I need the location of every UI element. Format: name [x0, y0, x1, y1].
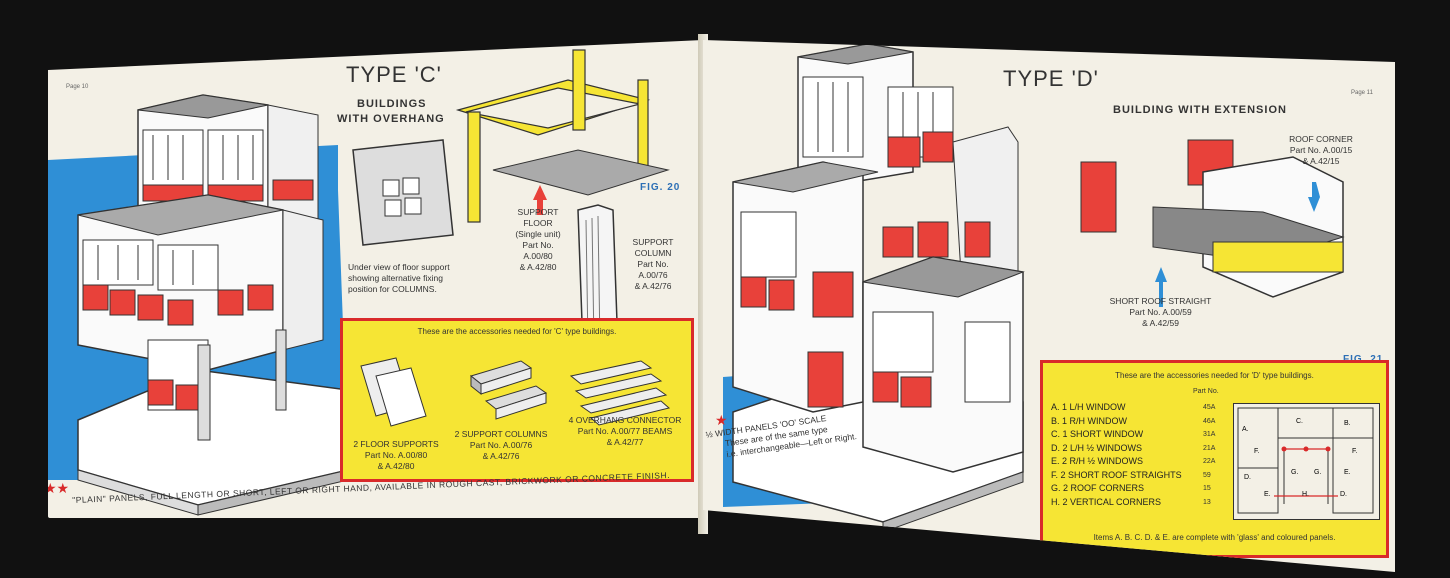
diagram-letter: A.	[1242, 426, 1249, 433]
part-number: 15	[1203, 485, 1211, 492]
accessories-list: A. 1 L/H WINDOW B. 1 R/H WINDOW C. 1 SHO…	[1051, 401, 1182, 509]
page-number: Page 11	[1351, 90, 1373, 96]
subtitle-line1: BUILDINGS	[357, 98, 427, 110]
part-number-column: 45A 46A 31A 21A 22A 59 15 13	[1203, 401, 1215, 509]
list-item: B. 1 R/H WINDOW	[1051, 415, 1127, 426]
diagram-letter: H.	[1302, 491, 1309, 498]
star-icon: ★	[715, 412, 728, 428]
part-number: 46A	[1203, 417, 1216, 425]
list-item: A. 1 L/H WINDOW	[1051, 402, 1126, 412]
accessory-floor-supports: 2 FLOOR SUPPORTS Part No. A.00/80 & A.42…	[353, 439, 439, 471]
accessories-box-c: These are the accessories needed for 'C'…	[340, 318, 694, 482]
page-number: Page 10	[66, 84, 89, 90]
page-title: TYPE 'D'	[1003, 66, 1099, 91]
diagram-letter: E.	[1264, 491, 1271, 498]
support-floor-label: SUPPORT FLOOR (Single unit) Part No. A.0…	[515, 207, 561, 272]
type-d-building-illustration	[723, 43, 1368, 533]
diagram-letter: F.	[1352, 448, 1358, 455]
roof-corner-label: ROOF CORNER Part No. A.00/15 & A.42/15	[1289, 134, 1353, 166]
fig-20-label: FIG. 20	[640, 182, 681, 193]
right-page: Page 11	[703, 40, 1395, 572]
accessories-footer: Items A. B. C. D. & E. are complete with…	[1093, 533, 1336, 542]
support-column-label: SUPPORT COLUMN Part No. A.00/76 & A.42/7…	[632, 237, 674, 291]
stars-icon: ★★	[44, 480, 70, 496]
accessory-support-columns: 2 SUPPORT COLUMNS Part No. A.00/76 & A.4…	[454, 429, 548, 461]
accessory-connector-beams: 4 OVERHANG CONNECTOR Part No. A.00/77 BE…	[568, 415, 682, 447]
part-number: 59	[1203, 471, 1211, 479]
accessories-illustration	[360, 357, 671, 427]
accessories-box-d: These are the accessories needed for 'D'…	[1040, 360, 1389, 558]
list-item: F. 2 SHORT ROOF STRAIGHTS	[1051, 469, 1182, 480]
left-page: Page 10	[48, 40, 703, 518]
list-item: H. 2 VERTICAL CORNERS	[1051, 496, 1162, 507]
page-subtitle: BUILDING WITH EXTENSION	[1113, 104, 1287, 116]
diagram-letter: E.	[1344, 469, 1351, 476]
diagram-letter: C.	[1296, 418, 1303, 425]
assembly-diagram: A. C. B. F. F. D. G. G. E. E. H. D.	[1233, 403, 1380, 520]
fig-21-label: FIG. 21	[1343, 354, 1383, 365]
type-c-building-illustration	[48, 49, 670, 516]
subtitle-line2: WITH OVERHANG	[337, 113, 445, 125]
diagram-letter: F.	[1254, 448, 1260, 455]
part-number: 31A	[1203, 431, 1216, 438]
short-roof-straight-label: SHORT ROOF STRAIGHT Part No. A.00/59 & A…	[1109, 296, 1212, 328]
part-number: 13	[1203, 498, 1211, 506]
part-no-header: Part No.	[1193, 388, 1219, 395]
part-number: 21A	[1203, 444, 1216, 452]
accessories-header: These are the accessories needed for 'D'…	[1115, 371, 1314, 380]
diagram-letter: G.	[1314, 469, 1322, 476]
list-item: D. 2 L/H ½ WINDOWS	[1051, 442, 1143, 453]
accessories-header: These are the accessories needed for 'C'…	[417, 327, 617, 336]
diagram-letter: D.	[1244, 474, 1251, 481]
diagram-letter: G.	[1291, 469, 1299, 476]
list-item: G. 2 ROOF CORNERS	[1051, 483, 1145, 493]
diagram-letter: B.	[1344, 420, 1351, 427]
part-number: 22A	[1203, 458, 1216, 465]
part-number: 45A	[1203, 404, 1216, 411]
list-item: E. 2 R/H ½ WINDOWS	[1051, 456, 1144, 466]
diagram-letter: D.	[1340, 491, 1347, 498]
list-item: C. 1 SHORT WINDOW	[1051, 429, 1144, 439]
page-title: TYPE 'C'	[346, 62, 442, 87]
floor-view-caption: Under view of floor support showing alte…	[348, 262, 450, 294]
